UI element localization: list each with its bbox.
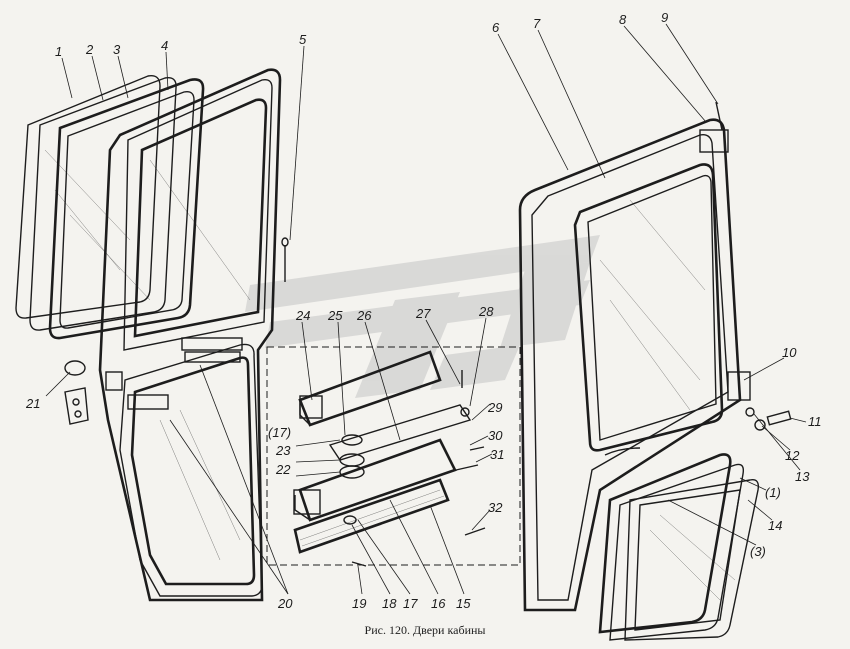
callout-32: 32 bbox=[488, 500, 503, 515]
callout-26: 26 bbox=[356, 308, 372, 323]
callout-5: 5 bbox=[299, 32, 307, 47]
callout-24: 24 bbox=[295, 308, 310, 323]
callout-31: 31 bbox=[490, 447, 504, 462]
callout-6: 6 bbox=[492, 20, 500, 35]
callout-29: 29 bbox=[487, 400, 502, 415]
detail-parts bbox=[293, 350, 486, 567]
callout-22: 22 bbox=[275, 462, 291, 477]
callout-(3): (3) bbox=[750, 544, 766, 559]
callout-15: 15 bbox=[456, 596, 471, 611]
callout-21: 21 bbox=[25, 396, 40, 411]
callout-19: 19 bbox=[352, 596, 366, 611]
callout-11: 11 bbox=[808, 414, 822, 429]
callout-3: 3 bbox=[113, 42, 121, 57]
callout-28: 28 bbox=[478, 304, 494, 319]
callout-18: 18 bbox=[382, 596, 397, 611]
callout-4: 4 bbox=[161, 38, 168, 53]
callout-(1): (1) bbox=[765, 485, 781, 500]
callout-17: 17 bbox=[403, 596, 418, 611]
callout-20: 20 bbox=[277, 596, 293, 611]
callout-13: 13 bbox=[795, 469, 810, 484]
bolt-assembly bbox=[745, 407, 792, 431]
callout-labels: 1 2 3 4 5 6 7 8 9 10 11 12 13 14 (1) (3)… bbox=[25, 10, 822, 611]
left-door-frame bbox=[64, 68, 289, 602]
callout-9: 9 bbox=[661, 10, 668, 25]
detail-box bbox=[266, 346, 521, 566]
callout-23: 23 bbox=[275, 443, 291, 458]
callout-(17): (17) bbox=[268, 425, 291, 440]
figure-caption: Рис. 120. Двери кабины bbox=[364, 623, 486, 637]
callout-25: 25 bbox=[327, 308, 343, 323]
callout-7: 7 bbox=[533, 16, 541, 31]
leader-lines bbox=[45, 23, 807, 595]
callout-1: 1 bbox=[55, 44, 62, 59]
callout-16: 16 bbox=[431, 596, 446, 611]
callout-10: 10 bbox=[782, 345, 797, 360]
right-door-frame bbox=[518, 101, 751, 612]
watermark-logo bbox=[245, 235, 600, 398]
callout-8: 8 bbox=[619, 12, 627, 27]
callout-30: 30 bbox=[488, 428, 503, 443]
right-lower-glass bbox=[598, 453, 760, 641]
left-glass-panels bbox=[15, 75, 205, 340]
callout-2: 2 bbox=[85, 42, 94, 57]
callout-14: 14 bbox=[768, 518, 782, 533]
callout-12: 12 bbox=[785, 448, 800, 463]
callout-27: 27 bbox=[415, 306, 431, 321]
